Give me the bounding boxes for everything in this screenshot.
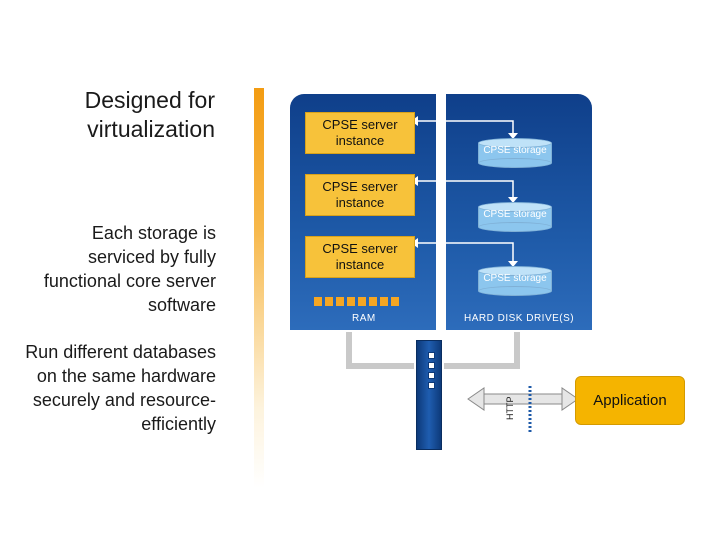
connector-3 — [418, 242, 514, 261]
ram-label: RAM — [352, 313, 376, 324]
http-label: HTTP — [505, 396, 515, 421]
ram-chip-icon — [314, 297, 399, 306]
arrowhead-down-2 — [508, 197, 518, 203]
arrowhead-down-3 — [508, 261, 518, 267]
storage-description: Each storage is serviced by fully functi… — [43, 223, 216, 315]
connector-1 — [418, 120, 514, 133]
http-arrow — [467, 387, 579, 411]
server-instance-2: CPSE server instance — [305, 174, 415, 216]
ram-bus — [346, 332, 414, 369]
server-led-icons — [428, 352, 435, 389]
storage-label-2: CPSE storage — [483, 209, 547, 220]
server-instance-1: CPSE server instance — [305, 112, 415, 154]
storage-label-3: CPSE storage — [483, 273, 547, 284]
application-box: Application — [575, 376, 685, 425]
hdd-bus — [444, 332, 520, 369]
accent-bar — [254, 88, 264, 488]
arrowhead-down-1 — [508, 133, 518, 139]
connector-2 — [418, 180, 514, 197]
storage-cylinder-3: CPSE storage — [478, 266, 552, 296]
hard-disk-label: HARD DISK DRIVE(S) — [464, 313, 575, 324]
storage-label-1: CPSE storage — [483, 145, 547, 156]
hardware-description: Run different databases on the same hard… — [25, 342, 216, 434]
page-title: Designed for virtualization — [84, 87, 215, 142]
server-instance-3: CPSE server instance — [305, 236, 415, 278]
storage-cylinder-1: CPSE storage — [478, 138, 552, 168]
storage-cylinder-2: CPSE storage — [478, 202, 552, 232]
